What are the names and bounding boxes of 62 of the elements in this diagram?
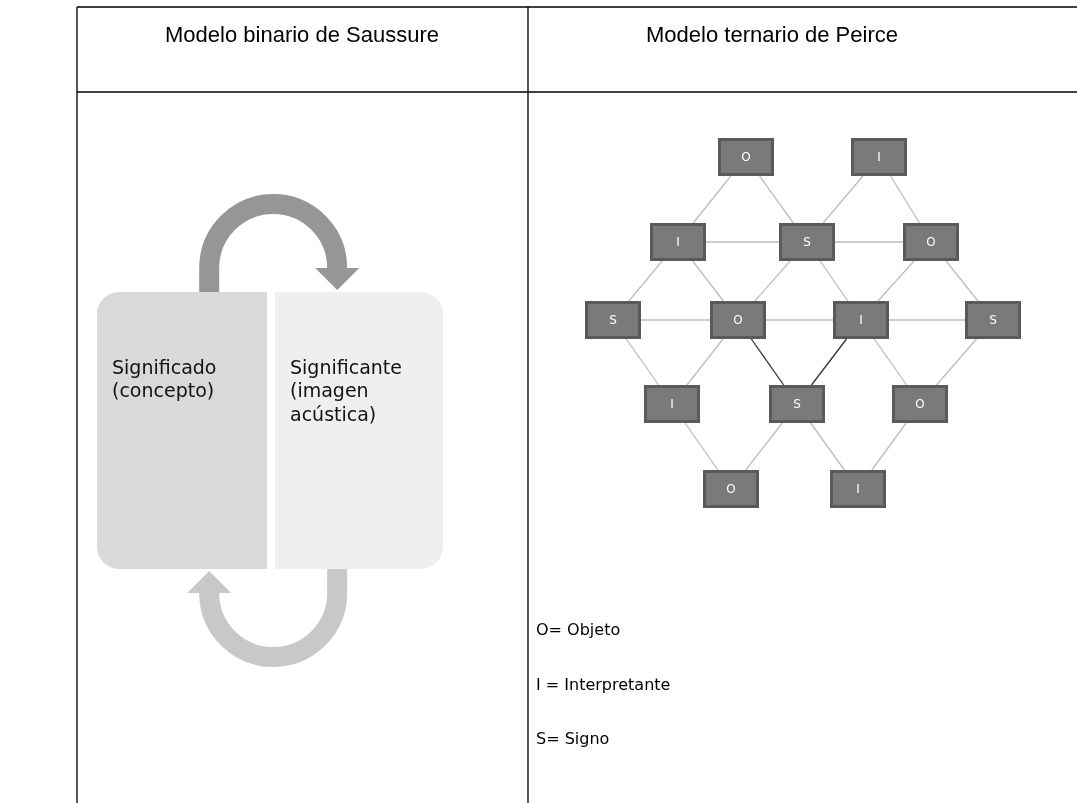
connector-line [945,260,979,302]
connector-line [810,338,848,386]
panel-text: Significante (imagen acústica) [290,356,403,427]
panel-text: Significado (concepto) [112,356,218,403]
sign-element-box [644,385,700,423]
node-label: I [676,235,680,249]
column-header: Modelo ternario de Peirce [646,22,898,48]
connector-line [745,422,783,471]
node-label: I [856,482,860,496]
connector-line [877,260,915,302]
sign-element-box [710,301,766,339]
connector-line [871,422,907,471]
connector-line [691,260,725,302]
connector-line [705,241,780,243]
sign-element-box [703,470,759,508]
sign-element-box [833,301,889,339]
connector-line [625,338,660,386]
connector-line [765,319,834,321]
sign-element-box [903,223,959,261]
node-label: I [670,397,674,411]
concept-panel [97,292,267,569]
sign-element-box [718,138,774,176]
node-label: I [859,313,863,327]
concept-panel [275,292,443,569]
connector-line [810,422,845,471]
legend-text: S= Signo [536,729,610,748]
connector-line [935,338,978,386]
connector-line [692,175,732,224]
sign-element-box [851,138,907,176]
sign-element-box [965,301,1021,339]
connector-line [684,422,719,471]
node-label: S [609,313,617,327]
node-label: S [989,313,997,327]
node-label: I [877,150,881,164]
connector-line [640,319,711,321]
sign-element-box [892,385,948,423]
connector-line [759,175,794,224]
connector-line [834,241,904,243]
node-label: O [733,313,743,327]
node-label: O [726,482,736,496]
connector-line [750,338,785,386]
connector-line [628,260,663,302]
node-label: O [741,150,751,164]
connector-line [873,338,908,386]
connector-line [889,175,921,224]
connector-line [686,338,724,386]
legend-text: I = Interpretante [536,675,671,694]
sign-element-box [769,385,825,423]
connector-line [819,260,849,302]
connector-line [822,175,864,224]
connector-line [888,319,966,321]
node-label: S [803,235,811,249]
node-label: O [926,235,936,249]
connector-line [754,260,791,302]
legend-text: O= Objeto [536,620,621,639]
column-header: Modelo binario de Saussure [165,22,439,48]
node-label: O [915,397,925,411]
node-label: S [793,397,801,411]
sign-element-box [779,223,835,261]
sign-element-box [830,470,886,508]
sign-element-box [650,223,706,261]
sign-element-box [585,301,641,339]
